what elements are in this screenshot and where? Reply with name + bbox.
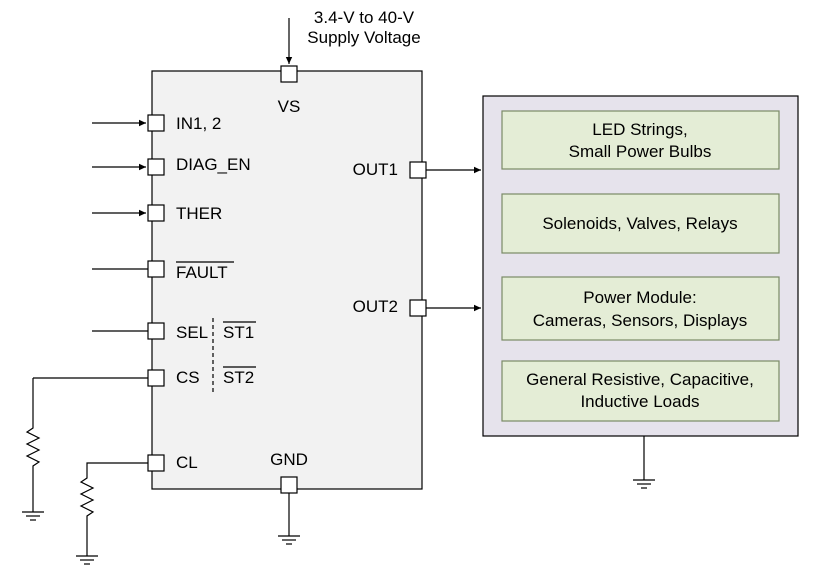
ther-pin	[147, 204, 165, 222]
out1-pin	[409, 161, 427, 179]
out1-label: OUT1	[353, 160, 398, 179]
cs-ground-icon	[22, 511, 44, 521]
ther-label: THER	[176, 204, 222, 223]
fault-label: FAULT	[176, 263, 228, 282]
gnd-ground-icon	[278, 535, 300, 545]
in12-pin	[147, 114, 165, 132]
st2-label: ST2	[223, 368, 254, 387]
diag-en-label: DIAG_EN	[176, 155, 251, 174]
out2-label: OUT2	[353, 297, 398, 316]
load-general-line1: General Resistive, Capacitive,	[526, 370, 754, 389]
cs-resistor	[25, 378, 41, 512]
in12-label: IN1, 2	[176, 114, 221, 133]
load-general-line2: Inductive Loads	[580, 392, 699, 411]
out2-pin	[409, 299, 427, 317]
load-box-solenoids	[501, 193, 780, 254]
load-led-line1: LED Strings,	[592, 120, 687, 139]
cl-resistor	[79, 462, 148, 556]
load-led-line2: Small Power Bulbs	[569, 142, 712, 161]
load-box-power-module	[501, 276, 780, 341]
load-ground-icon	[633, 479, 655, 489]
load-box-led	[501, 110, 780, 170]
st1-label: ST1	[223, 323, 254, 342]
load-solenoids-line1: Solenoids, Valves, Relays	[542, 214, 737, 233]
load-power-module-line2: Cameras, Sensors, Displays	[533, 311, 747, 330]
supply-label-line2: Supply Voltage	[307, 28, 420, 47]
cl-ground-icon	[76, 555, 98, 565]
cl-pin	[147, 454, 165, 472]
sel-label: SEL	[176, 323, 208, 342]
load-power-module-line1: Power Module:	[583, 288, 696, 307]
cs-pin	[147, 369, 165, 387]
gnd-pin	[280, 476, 298, 494]
vs-label: VS	[278, 97, 301, 116]
cs-label: CS	[176, 368, 200, 387]
load-box-general	[501, 360, 780, 422]
gnd-label: GND	[270, 450, 308, 469]
cl-label: CL	[176, 453, 198, 472]
fault-pin	[147, 260, 165, 278]
supply-label-line1: 3.4-V to 40-V	[314, 8, 415, 27]
vs-pin	[280, 65, 298, 83]
diag-en-pin	[147, 158, 165, 176]
sel-pin	[147, 322, 165, 340]
